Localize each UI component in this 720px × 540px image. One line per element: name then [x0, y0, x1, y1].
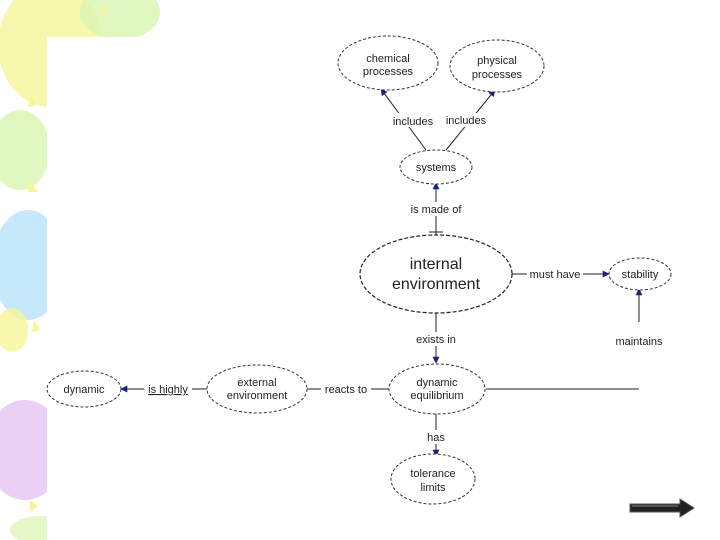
node-label-line1: chemical	[366, 53, 409, 65]
node-label: systems	[416, 162, 457, 174]
link-maintains: maintains	[615, 336, 663, 348]
node-stability: stability	[608, 257, 672, 291]
link-must-have: must have	[530, 269, 581, 281]
node-label-line2: environment	[392, 276, 481, 293]
node-dynamic-equilibrium: dynamic equilibrium	[388, 363, 486, 415]
link-reacts-to: reacts to	[325, 384, 367, 396]
link-includes-left: includes	[393, 116, 434, 128]
node-external-environment: external environment	[206, 364, 308, 414]
node-label-line1: tolerance	[410, 468, 455, 480]
node-label-line2: processes	[363, 66, 414, 78]
right-arrow-icon[interactable]	[628, 498, 696, 518]
node-internal-environment: internal environment	[359, 234, 513, 314]
node-label-line1: physical	[477, 55, 517, 67]
node-chemical-processes: chemical processes	[337, 35, 439, 91]
node-label-line1: dynamic	[417, 377, 458, 389]
link-exists-in: exists in	[416, 334, 456, 346]
node-systems: systems	[399, 149, 473, 185]
node-label: dynamic	[64, 384, 105, 396]
node-physical-processes: physical processes	[449, 39, 545, 93]
node-label-line2: equilibrium	[410, 390, 463, 402]
link-has: has	[427, 432, 445, 444]
node-label-line2: processes	[472, 69, 523, 81]
node-label-line1: internal	[410, 256, 462, 273]
link-is-highly: is highly	[148, 384, 188, 396]
node-dynamic: dynamic	[46, 370, 122, 408]
node-label-line1: external	[237, 377, 276, 389]
node-tolerance-limits: tolerance limits	[390, 453, 476, 505]
node-label-line2: environment	[227, 390, 288, 402]
link-includes-right: includes	[446, 115, 487, 127]
node-label-line2: limits	[420, 482, 446, 494]
link-labels: includes includes is made of must have m…	[144, 113, 663, 444]
node-label: stability	[622, 269, 659, 281]
link-is-made-of: is made of	[411, 204, 463, 216]
